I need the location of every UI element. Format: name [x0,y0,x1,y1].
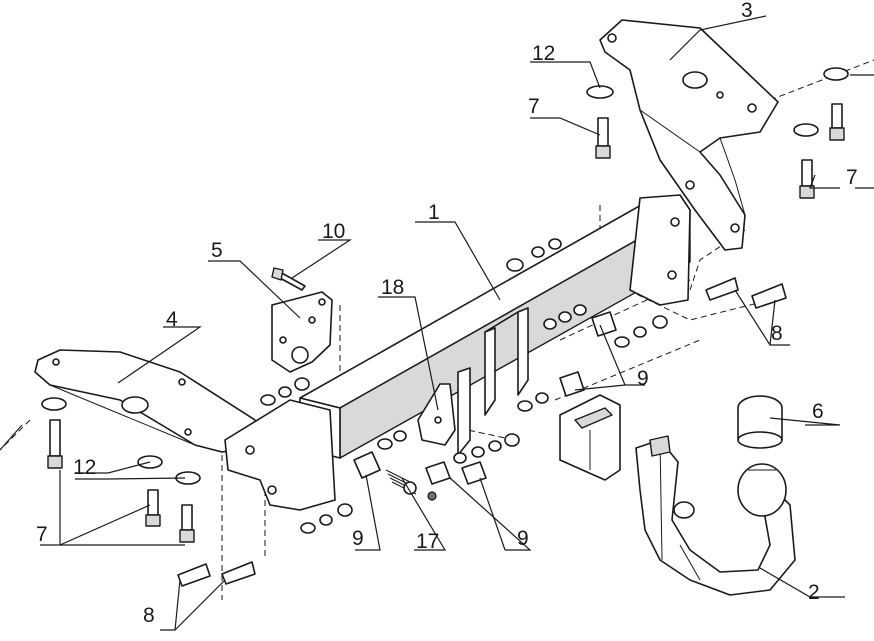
spring-bracket [417,383,456,446]
beam-right-end-plate [629,194,691,306]
callout-2: 2 [808,581,820,604]
towball [737,463,787,517]
callout-4: 4 [166,308,178,331]
socket-plate [271,291,333,373]
callout-9-right: 9 [637,367,649,390]
callout-12-left: 12 [73,456,96,479]
callout-labels: 1 2 3 4 5 6 7 7 7 8 8 9 9 9 10 12 12 17 … [36,0,858,627]
callout-18: 18 [381,276,404,299]
towball-neck [635,435,796,596]
assembly-axes [0,59,874,600]
callout-8-left: 8 [143,604,155,627]
right-mounting-bracket [599,19,779,251]
washers-and-nuts [41,67,849,534]
ball-cap [737,395,783,449]
callout-1: 1 [428,201,440,224]
callout-9-center: 9 [517,527,529,550]
callout-5: 5 [211,239,223,262]
studs [47,103,845,543]
socket-bolt [271,267,306,291]
beam-left-end-plate [224,399,336,511]
leader-lines [0,15,874,631]
callout-7-left: 7 [36,523,48,546]
callout-9-left: 9 [352,527,364,550]
callout-17: 17 [416,530,439,553]
callout-6: 6 [812,400,824,423]
spring [385,469,437,501]
callout-7-right: 7 [846,166,858,189]
callout-8-right: 8 [771,322,783,345]
callout-7-top: 7 [528,95,540,118]
electrical-socket-housing [559,394,621,481]
callout-3: 3 [741,0,753,22]
left-mounting-bracket [34,349,261,453]
callout-12-top: 12 [532,42,555,65]
callout-10: 10 [322,220,345,243]
beam-center-brackets [457,307,529,456]
